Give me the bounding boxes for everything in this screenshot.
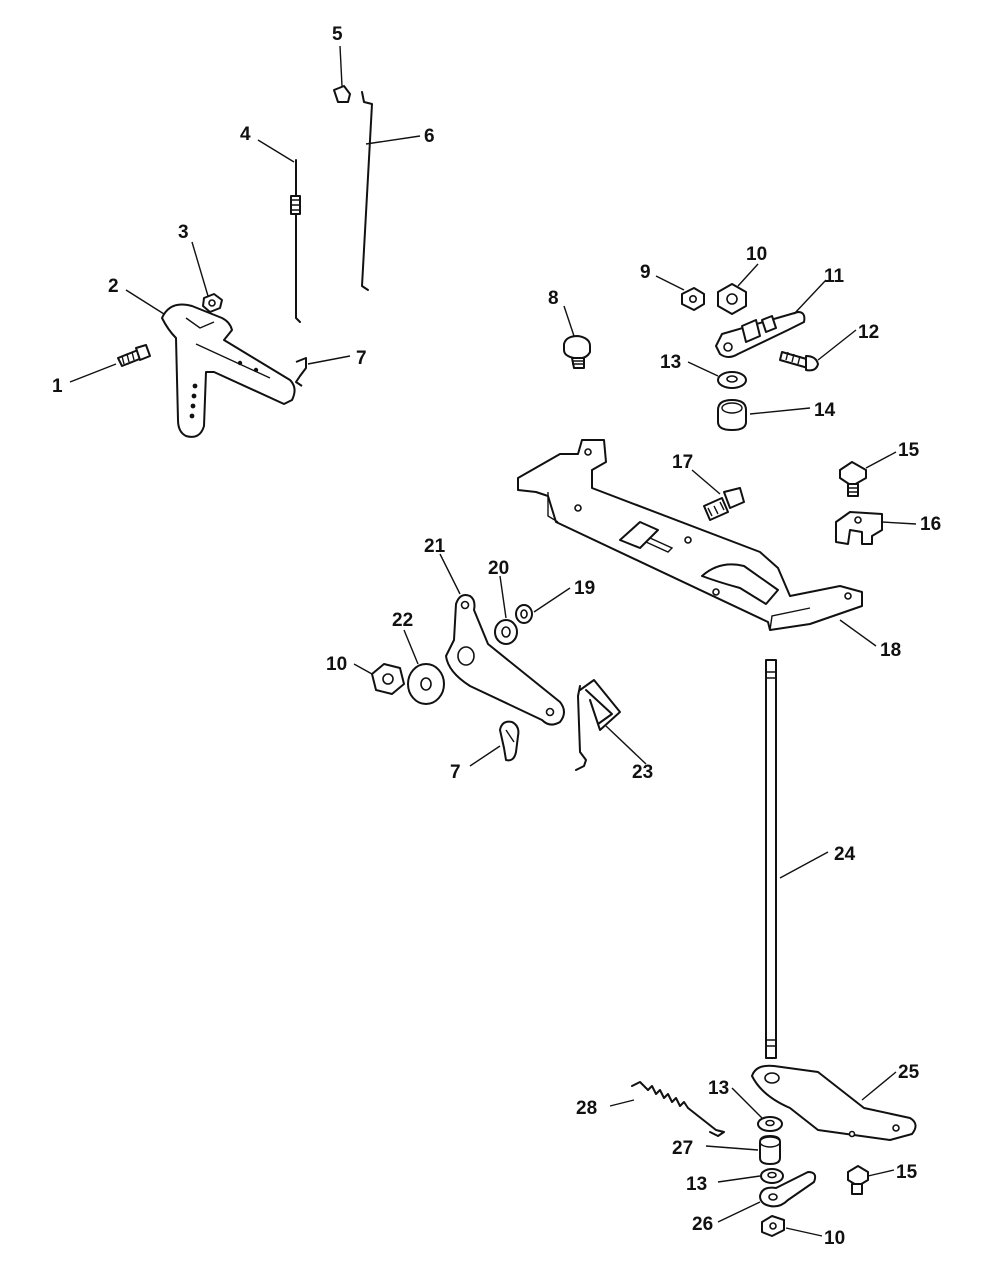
callout-7-upper: 7 xyxy=(356,348,367,369)
part-6-rod xyxy=(361,91,373,291)
part-26-tab-washer xyxy=(759,1171,817,1208)
part-17-bolt xyxy=(703,487,745,521)
callout-26: 26 xyxy=(692,1214,713,1235)
part-13-washer-upper xyxy=(717,371,747,389)
leader-lines xyxy=(69,45,917,1237)
part-16-clip xyxy=(835,511,883,545)
part-23-link xyxy=(575,679,621,771)
callout-9: 9 xyxy=(640,262,651,283)
callout-8: 8 xyxy=(548,288,559,309)
callout-27: 27 xyxy=(672,1138,693,1159)
part-10-nut-middle xyxy=(371,663,405,695)
callout-16: 16 xyxy=(920,514,941,535)
part-27-spacer xyxy=(759,1135,781,1165)
part-22-washer xyxy=(407,663,445,705)
callout-28: 28 xyxy=(576,1098,597,1119)
part-21-arm xyxy=(445,594,565,726)
callout-18: 18 xyxy=(880,640,901,661)
part-15-bolt-lower xyxy=(847,1165,869,1195)
part-11-bracket xyxy=(715,311,806,358)
part-19-washer xyxy=(515,604,533,624)
part-24-shaft xyxy=(765,659,777,1059)
callout-10-lower: 10 xyxy=(824,1228,845,1249)
part-8-bolt xyxy=(563,335,591,369)
callout-21: 21 xyxy=(424,536,446,557)
part-14-bushing xyxy=(717,399,747,431)
part-13-washer-lower-b xyxy=(760,1168,784,1184)
callout-1: 1 xyxy=(52,376,63,397)
part-28-spring xyxy=(631,1081,725,1137)
part-13-washer-lower-a xyxy=(757,1116,783,1132)
part-10-nut-upper xyxy=(717,283,747,315)
part-18-plate xyxy=(517,439,863,631)
callout-6: 6 xyxy=(424,126,435,147)
callout-13-lower-a: 13 xyxy=(708,1078,729,1099)
callout-11: 11 xyxy=(824,266,845,287)
callout-3: 3 xyxy=(178,222,189,243)
part-25-plate xyxy=(751,1064,917,1141)
part-4-rod xyxy=(290,159,301,323)
callout-13-upper: 13 xyxy=(660,352,681,373)
callout-labels: 1 2 3 4 5 6 7 8 9 10 11 12 13 14 15 16 1… xyxy=(52,24,941,1249)
callout-19: 19 xyxy=(574,578,595,599)
part-12-screw xyxy=(779,351,819,372)
callout-17: 17 xyxy=(672,452,693,473)
callout-10-upper: 10 xyxy=(746,244,767,265)
part-10-nut-lower xyxy=(761,1215,785,1237)
part-15-bolt-upper xyxy=(839,461,867,497)
part-7-clip-middle xyxy=(499,720,520,762)
callout-24: 24 xyxy=(834,844,856,865)
part-1-bolt xyxy=(117,344,151,367)
part-20-washer xyxy=(494,619,518,645)
callout-10-middle: 10 xyxy=(326,654,347,675)
part-7-clip-upper xyxy=(295,357,307,387)
callout-2: 2 xyxy=(108,276,119,297)
callout-22: 22 xyxy=(392,610,413,631)
callout-14: 14 xyxy=(814,400,836,421)
callout-4: 4 xyxy=(240,124,251,145)
callout-7-middle: 7 xyxy=(450,762,461,783)
callout-13-lower-b: 13 xyxy=(686,1174,707,1195)
callout-5: 5 xyxy=(332,24,343,45)
callout-25: 25 xyxy=(898,1062,920,1083)
part-5-clip xyxy=(333,85,351,103)
callout-12: 12 xyxy=(858,322,879,343)
callout-15-lower: 15 xyxy=(896,1162,918,1183)
callout-15-upper: 15 xyxy=(898,440,920,461)
part-9-nut xyxy=(681,287,705,311)
part-2-lever xyxy=(161,303,296,438)
callout-23: 23 xyxy=(632,762,653,783)
part-3-nut xyxy=(202,293,223,313)
callout-20: 20 xyxy=(488,558,509,579)
